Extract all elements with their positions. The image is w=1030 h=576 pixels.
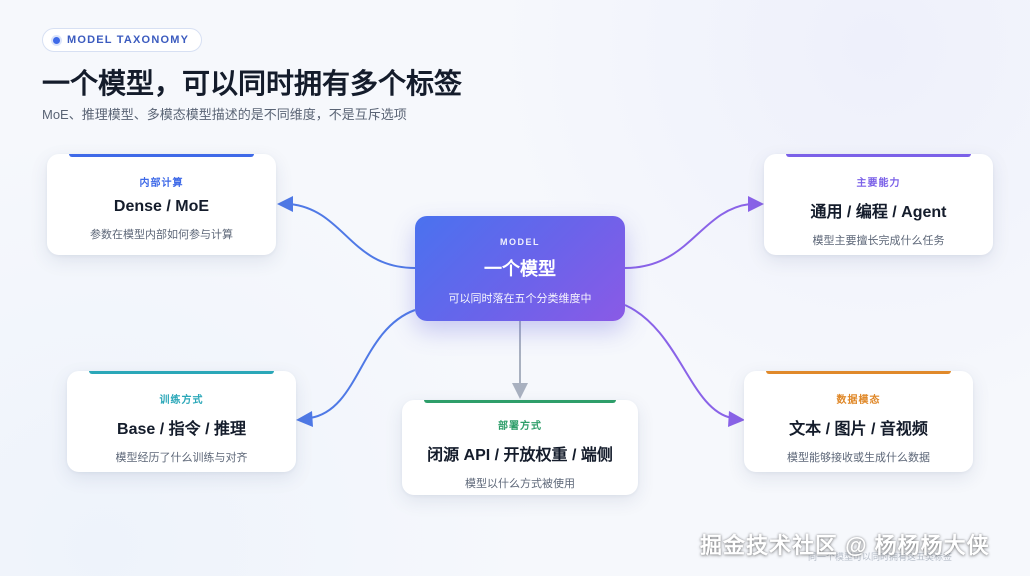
- card-capability-title: 通用 / 编程 / Agent: [810, 204, 947, 221]
- card-deployment-desc: 模型以什么方式被使用: [465, 478, 575, 490]
- faint-note: 同一个模型可以同时拥有这五类标签: [808, 552, 953, 562]
- center-title: 一个模型: [484, 259, 556, 279]
- page-title: 一个模型，可以同时拥有多个标签: [42, 68, 463, 99]
- card-compute-accent: [69, 154, 254, 157]
- arrow-compute-icon: [277, 196, 293, 212]
- connector-training: [309, 309, 416, 419]
- card-compute-label: 内部计算: [139, 178, 184, 189]
- card-modality-desc: 模型能够接收或生成什么数据: [787, 452, 930, 464]
- card-deployment: 部署方式 闭源 API / 开放权重 / 端侧 模型以什么方式被使用: [402, 400, 638, 495]
- card-modality-accent: [766, 371, 951, 374]
- connector-compute: [289, 203, 416, 269]
- tag-text: MODEL TAXONOMY: [67, 34, 190, 46]
- taxonomy-tag: MODEL TAXONOMY: [42, 28, 203, 52]
- arrow-modality-icon: [728, 411, 745, 427]
- card-capability-accent: [786, 154, 971, 157]
- card-modality: 数据模态 文本 / 图片 / 音视频 模型能够接收或生成什么数据: [744, 371, 973, 472]
- connector-capability: [624, 203, 751, 269]
- page-subtitle: MoE、推理模型、多模态模型描述的是不同维度，不是互斥选项: [42, 107, 407, 122]
- center-model-card: MODEL 一个模型 可以同时落在五个分类维度中: [415, 216, 625, 321]
- card-modality-title: 文本 / 图片 / 音视频: [789, 421, 928, 438]
- watermark: 掘金技术社区 @ 杨杨杨大侠: [700, 533, 990, 558]
- card-training-label: 训练方式: [159, 395, 204, 406]
- arrow-deployment-icon: [512, 383, 528, 399]
- card-training: 训练方式 Base / 指令 / 推理 模型经历了什么训练与对齐: [67, 371, 296, 472]
- card-training-accent: [89, 371, 274, 374]
- arrow-capability-icon: [748, 196, 764, 212]
- card-capability: 主要能力 通用 / 编程 / Agent 模型主要擅长完成什么任务: [764, 154, 993, 255]
- card-modality-label: 数据模态: [836, 395, 881, 406]
- card-capability-desc: 模型主要擅长完成什么任务: [812, 235, 945, 247]
- card-capability-label: 主要能力: [856, 178, 901, 189]
- connector-modality: [624, 304, 733, 419]
- card-compute: 内部计算 Dense / MoE 参数在模型内部如何参与计算: [47, 154, 276, 255]
- card-deployment-accent: [424, 400, 616, 403]
- arrow-training-icon: [296, 411, 313, 427]
- card-deployment-label: 部署方式: [498, 421, 542, 432]
- center-desc: 可以同时落在五个分类维度中: [448, 293, 592, 305]
- center-label: MODEL: [500, 237, 540, 247]
- card-deployment-title: 闭源 API / 开放权重 / 端侧: [427, 447, 613, 464]
- card-training-desc: 模型经历了什么训练与对齐: [115, 452, 248, 464]
- card-compute-desc: 参数在模型内部如何参与计算: [90, 229, 233, 241]
- card-training-title: Base / 指令 / 推理: [117, 421, 246, 438]
- tag-dot-icon: [53, 36, 60, 44]
- card-compute-title: Dense / MoE: [113, 198, 210, 215]
